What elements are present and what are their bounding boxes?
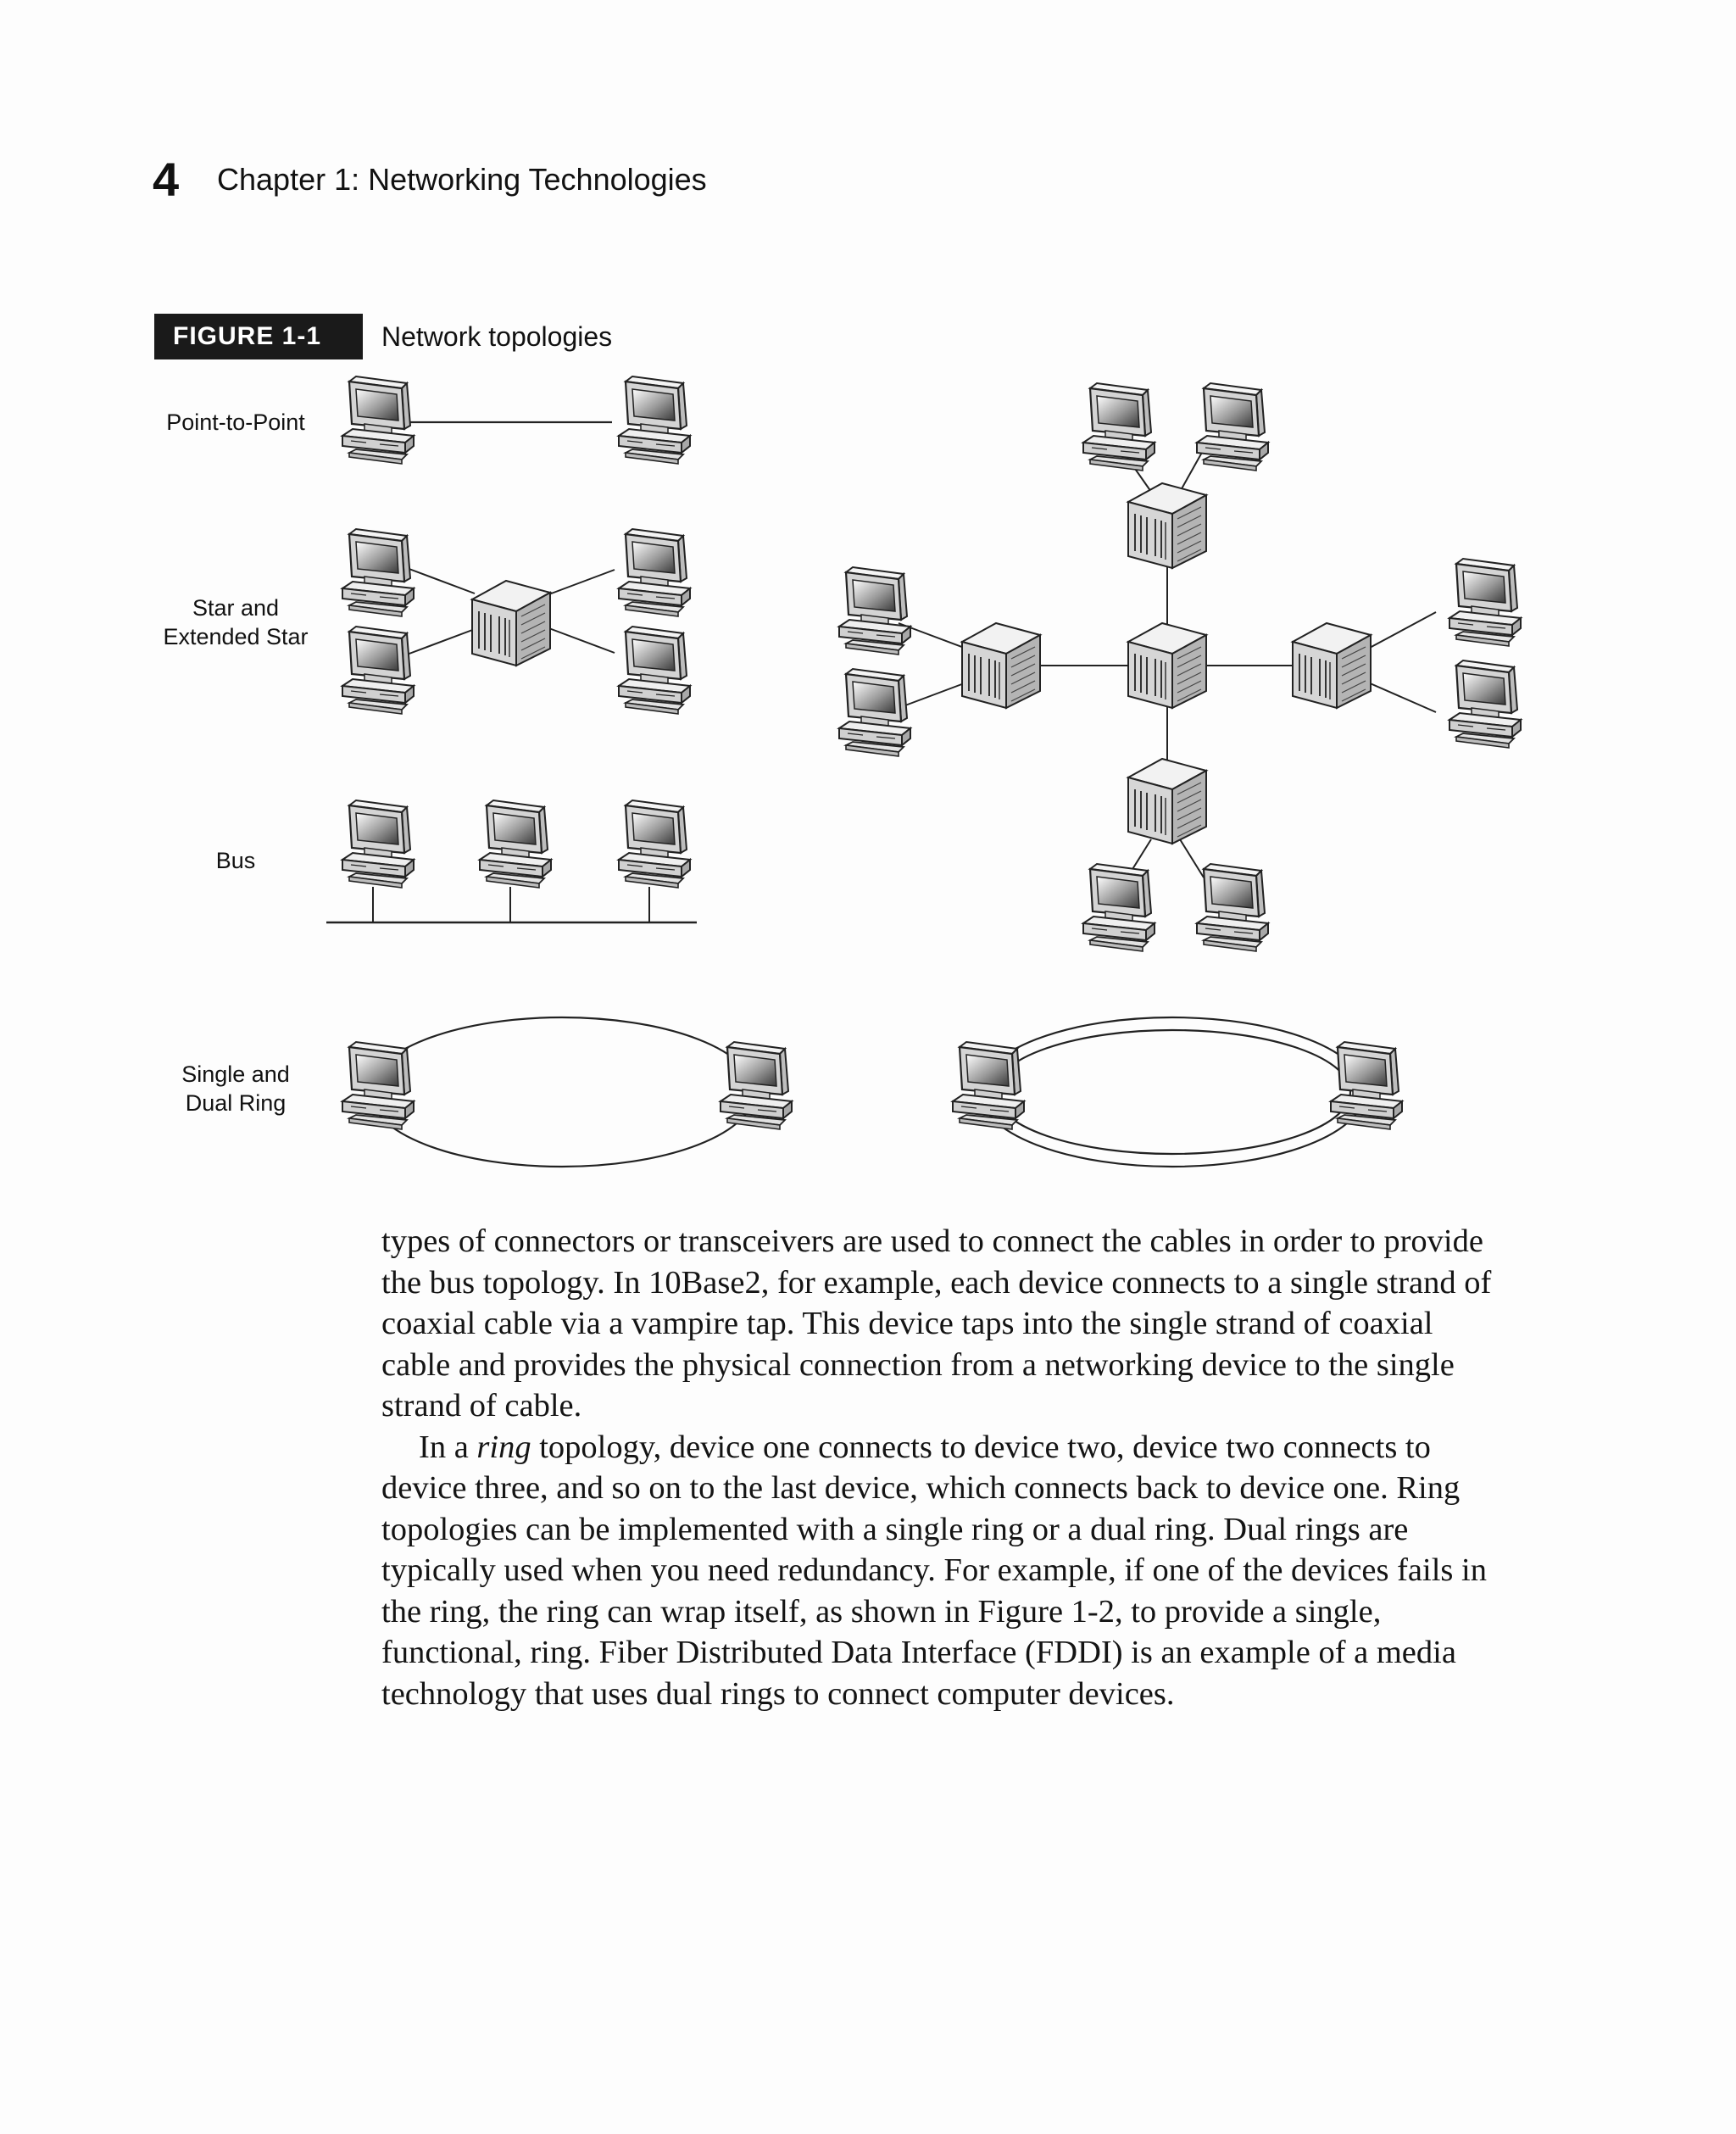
label-bus: Bus: [151, 846, 320, 875]
computer-icon: [1449, 559, 1521, 646]
hub-icon: [472, 581, 550, 666]
computer-icon: [1331, 1042, 1402, 1129]
label-ring-line2: Dual Ring: [151, 1089, 320, 1117]
computer-icon: [342, 1042, 414, 1129]
computer-icon: [619, 627, 690, 714]
hub-icon: [1128, 483, 1206, 568]
label-star-line1: Star and: [151, 593, 320, 622]
computer-icon: [342, 376, 414, 464]
computer-icon: [619, 376, 690, 464]
term-ring: ring: [476, 1429, 531, 1465]
label-point-to-point-text: Point-to-Point: [166, 410, 305, 435]
computer-icon: [1197, 864, 1268, 951]
computer-icon: [619, 529, 690, 616]
label-star-line2: Extended Star: [151, 622, 320, 651]
label-ring: Single and Dual Ring: [151, 1060, 320, 1117]
computer-icon: [1449, 660, 1521, 748]
computer-icon: [342, 627, 414, 714]
body-text: types of connectors or transceivers are …: [381, 1221, 1509, 1714]
computer-icon: [839, 567, 910, 655]
hub-icon: [1128, 623, 1206, 708]
computer-icon: [953, 1042, 1024, 1129]
paragraph-bus-continuation: types of connectors or transceivers are …: [381, 1221, 1509, 1427]
computer-icon: [1197, 383, 1268, 471]
star-topology: [342, 529, 690, 714]
computer-icon: [342, 529, 414, 616]
computer-icon: [1083, 864, 1155, 951]
label-ring-line1: Single and: [151, 1060, 320, 1089]
label-point-to-point: Point-to-Point: [151, 408, 320, 437]
point-to-point-topology: [342, 376, 690, 464]
hub-icon: [962, 623, 1040, 708]
paragraph-ring-start: In a: [419, 1429, 476, 1465]
label-star: Star and Extended Star: [151, 593, 320, 651]
computer-icon: [342, 800, 414, 888]
paragraph-ring-rest: topology, device one connects to device …: [381, 1429, 1487, 1712]
bus-topology: [326, 800, 697, 922]
paragraph-ring: In a ring topology, device one connects …: [381, 1427, 1509, 1715]
hub-icon: [1128, 759, 1206, 844]
computer-icon: [721, 1042, 792, 1129]
extended-star-topology: [839, 383, 1521, 951]
hub-icon: [1293, 623, 1371, 708]
computer-icon: [839, 669, 910, 756]
computer-icon: [619, 800, 690, 888]
computer-icon: [1083, 383, 1155, 471]
computer-icon: [480, 800, 551, 888]
dual-ring-topology: [953, 1017, 1402, 1167]
single-ring-topology: [342, 1017, 792, 1167]
label-bus-text: Bus: [216, 848, 256, 873]
